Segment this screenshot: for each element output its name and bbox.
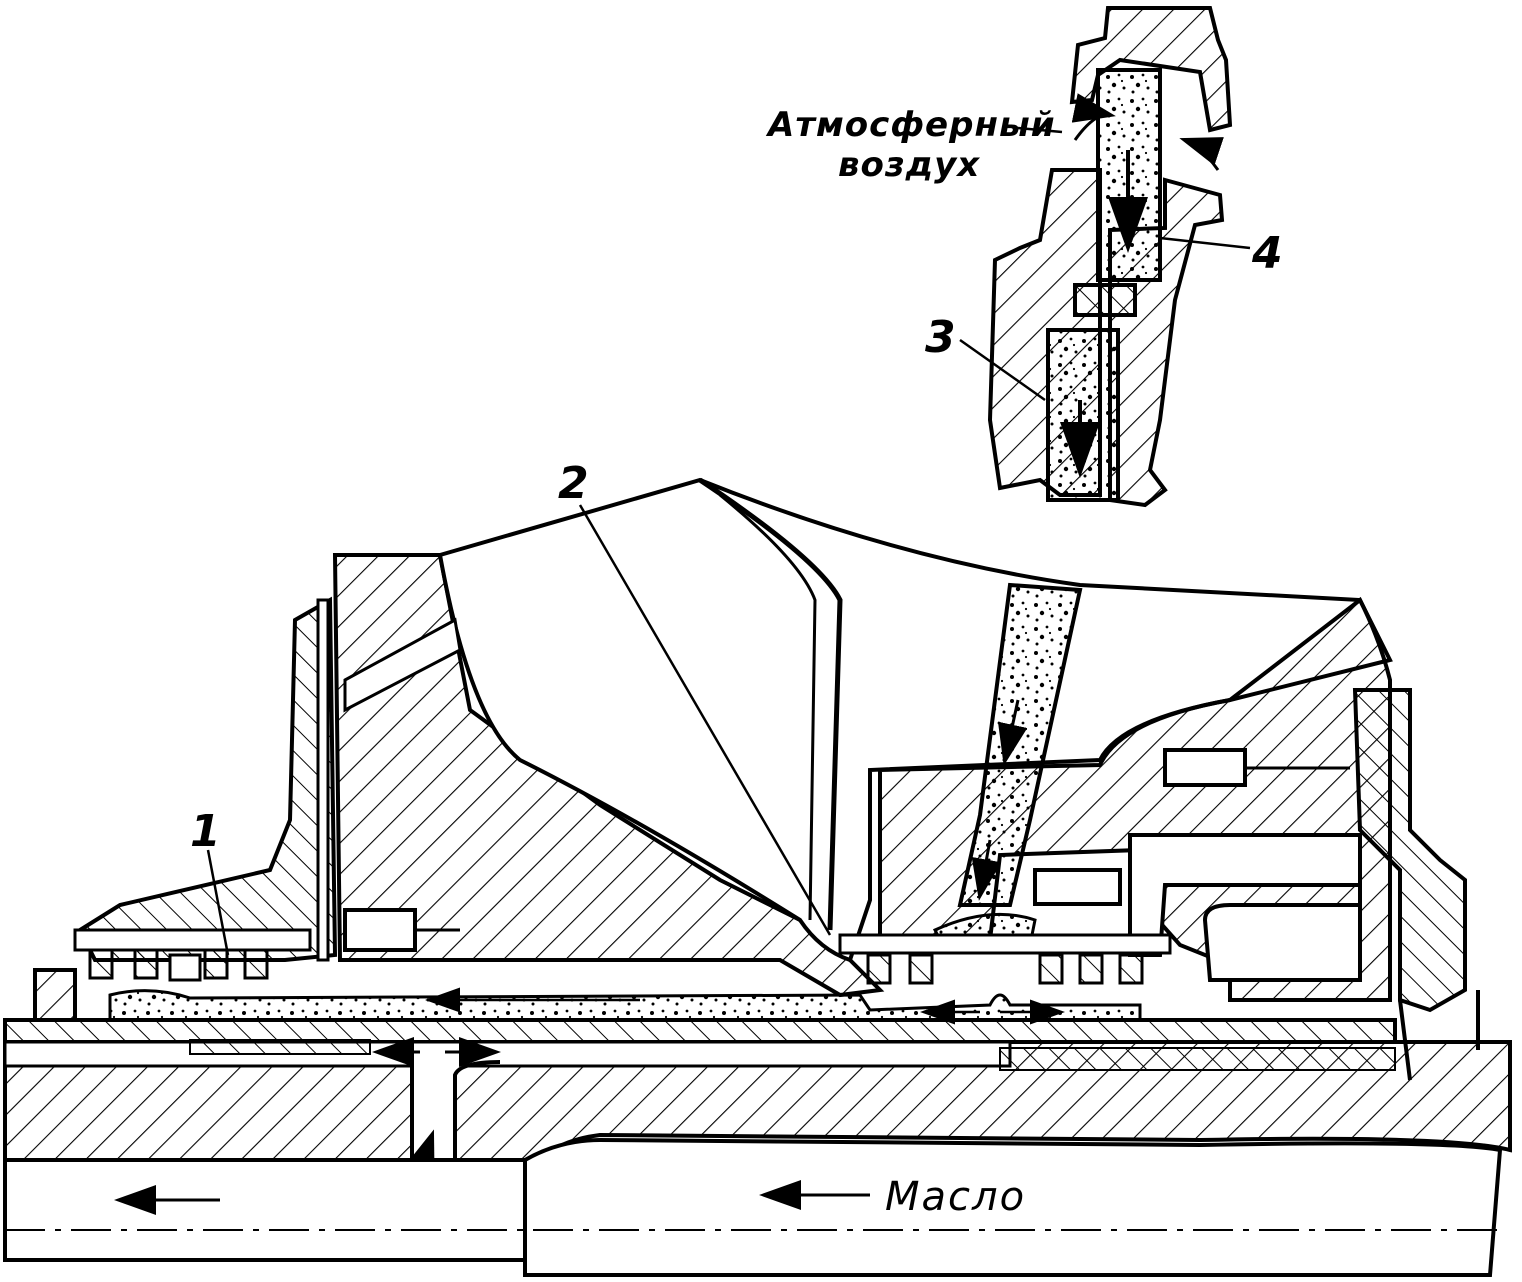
rotor-sleeve	[3, 1018, 1397, 1044]
right-casing	[878, 596, 1392, 1002]
part-label-3: 3	[925, 312, 956, 363]
right-bolt-upper	[1163, 748, 1247, 787]
casing-gap-line	[316, 598, 330, 962]
oil-passage-left	[3, 1040, 1012, 1068]
shaft-bore-right	[523, 1137, 1503, 1277]
part-label-1: 1	[190, 806, 221, 857]
air-filter-inset	[987, 6, 1233, 508]
left-bolt	[343, 908, 417, 952]
right-bolt-lower	[1033, 868, 1122, 906]
inset-leaders	[959, 126, 1251, 402]
filter-element-lower	[1046, 328, 1120, 502]
blade-inner-curve-2	[719, 493, 817, 921]
disk-strut	[343, 617, 462, 713]
filter-spacer	[1073, 283, 1137, 317]
air-label-line2: воздух	[838, 145, 980, 185]
labyrinth-seal-right	[838, 933, 1172, 985]
part-label-4: 4	[1251, 228, 1283, 279]
oil-passage-slot-left	[189, 1039, 371, 1055]
blade-inner-curve	[698, 477, 843, 931]
right-end-flange	[1352, 688, 1467, 1013]
main-leaders	[206, 504, 832, 956]
seal-chamber	[1128, 833, 1362, 982]
shaft-bore	[3, 1158, 527, 1262]
labyrinth-seal-left	[73, 928, 312, 982]
filter-cap	[1069, 6, 1233, 133]
oil-label: Масло	[885, 1174, 1026, 1220]
oil-passage-slot-right	[999, 1047, 1396, 1071]
seal-air-band	[108, 989, 1142, 1022]
left-end-ring	[33, 968, 77, 1022]
air-label-line1: Атмосферный	[765, 105, 1056, 145]
left-casing	[77, 596, 338, 962]
part-label-2: 2	[558, 458, 589, 509]
